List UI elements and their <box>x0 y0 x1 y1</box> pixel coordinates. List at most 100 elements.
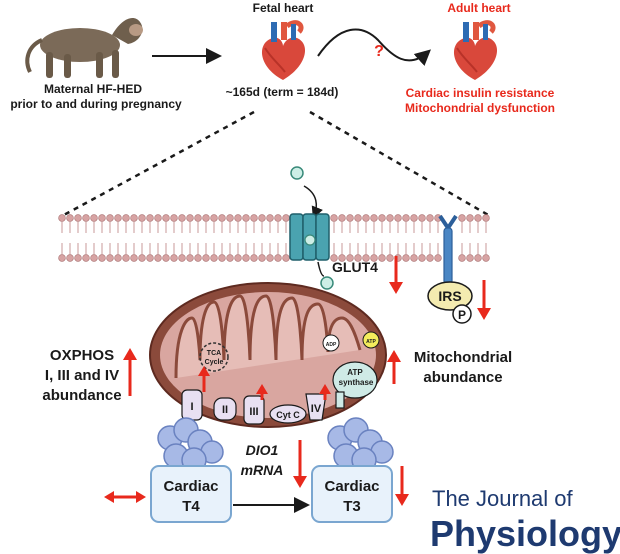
lipid-head <box>194 214 202 222</box>
lipid-head <box>226 214 234 222</box>
lipid-head <box>458 254 466 262</box>
lipid-head <box>434 254 442 262</box>
lipid-head <box>186 254 194 262</box>
complex-3-label: III <box>249 406 258 418</box>
lipid-head <box>266 254 274 262</box>
lipid-head <box>202 254 210 262</box>
dio1-decrease-arrow <box>293 440 307 488</box>
lipid-head <box>178 214 186 222</box>
irs-protein-icon <box>427 281 473 311</box>
lipid-head <box>426 254 434 262</box>
adp-label: ADP <box>326 342 337 348</box>
glut4-label: GLUT4 <box>332 259 378 275</box>
complex-4-label: IV <box>311 403 322 415</box>
lipid-head <box>74 254 82 262</box>
maternal-label-line1: Maternal HF-HED <box>44 82 142 96</box>
lipid-head <box>474 254 482 262</box>
phosphate-icon <box>452 304 472 324</box>
t4-line1: Cardiac <box>163 478 218 495</box>
lipid-head <box>466 214 474 222</box>
phospho-label: P <box>458 308 466 322</box>
lipid-head <box>146 214 154 222</box>
lipid-head <box>210 254 218 262</box>
adp-icon <box>322 334 340 352</box>
lipid-head <box>66 254 74 262</box>
lipid-head <box>178 254 186 262</box>
glut4-transporter-icon <box>289 213 330 261</box>
lipid-head <box>378 254 386 262</box>
lipid-head <box>258 254 266 262</box>
cardiac-t4-box <box>150 465 232 523</box>
lipid-head <box>218 214 226 222</box>
lipid-head <box>106 254 114 262</box>
curved-arrow-to-adult <box>317 28 431 66</box>
lipid-head <box>122 254 130 262</box>
lipid-head <box>242 214 250 222</box>
tca-line1: TCA <box>207 350 221 357</box>
irs-label: IRS <box>438 288 461 304</box>
question-mark: ? <box>374 43 384 60</box>
lipid-head <box>162 254 170 262</box>
adult-finding-line2: Mitochondrial dysfunction <box>405 101 555 115</box>
complex-4-increase-arrow <box>319 384 331 400</box>
lipid-head <box>130 254 138 262</box>
lipid-head <box>330 214 338 222</box>
glucose-molecule-bottom <box>320 276 334 290</box>
lipid-head <box>218 254 226 262</box>
lipid-head <box>458 214 466 222</box>
lipid-head <box>370 214 378 222</box>
lipid-head <box>106 214 114 222</box>
lipid-head <box>362 214 370 222</box>
lipid-head <box>474 214 482 222</box>
lipid-head <box>82 254 90 262</box>
protein-blob-left-icon <box>157 417 224 473</box>
lipid-head <box>234 254 242 262</box>
lipid-head <box>98 254 106 262</box>
lipid-head <box>418 214 426 222</box>
complex-3-icon <box>243 395 265 425</box>
atp-icon <box>362 331 380 349</box>
lipid-head <box>282 254 290 262</box>
lipid-head <box>66 214 74 222</box>
cytc-label: Cyt C <box>276 410 300 420</box>
lipid-head <box>242 254 250 262</box>
mito-abundance-line2: abundance <box>423 369 502 386</box>
fetal-heart-title: Fetal heart <box>253 1 314 15</box>
atp-label: ATP <box>366 339 376 345</box>
journal-logo-line2: Physiology <box>430 513 620 554</box>
lipid-head <box>418 254 426 262</box>
fetal-age-label: ~165d (term = 184d) <box>226 85 339 99</box>
journal-logo-line1: The Journal of <box>432 486 574 511</box>
complex-3-increase-arrow <box>256 384 268 400</box>
adult-finding-line1: Cardiac insulin resistance <box>406 86 555 100</box>
t3-line1: Cardiac <box>324 478 379 495</box>
lipid-head <box>162 214 170 222</box>
zoom-line-left <box>61 110 255 218</box>
cardiac-t3-box <box>311 465 393 523</box>
protein-blob-right-icon <box>327 417 394 473</box>
cytc-icon <box>269 404 307 424</box>
lipid-head <box>154 254 162 262</box>
lipid-head <box>202 214 210 222</box>
lipid-head <box>426 214 434 222</box>
lipid-head <box>154 214 162 222</box>
tca-line2: Cycle <box>205 359 224 366</box>
lipid-head <box>234 214 242 222</box>
lipid-head <box>74 214 82 222</box>
baboon-icon <box>25 18 143 78</box>
dio1-line1: DIO1 <box>246 442 279 458</box>
lipid-head <box>386 214 394 222</box>
lipid-head <box>410 254 418 262</box>
dio1-line2: mRNA <box>241 462 284 478</box>
lipid-head <box>274 214 282 222</box>
lipid-head <box>378 214 386 222</box>
t4-line2: T4 <box>182 498 200 515</box>
fetal-heart-icon <box>262 20 306 80</box>
lipid-head <box>354 214 362 222</box>
cell-membrane <box>58 214 490 262</box>
complex-1-label: I <box>190 401 193 413</box>
glucose-entry-arrow <box>303 185 323 219</box>
lipid-head <box>482 254 490 262</box>
tca-cycle-icon <box>199 342 229 372</box>
